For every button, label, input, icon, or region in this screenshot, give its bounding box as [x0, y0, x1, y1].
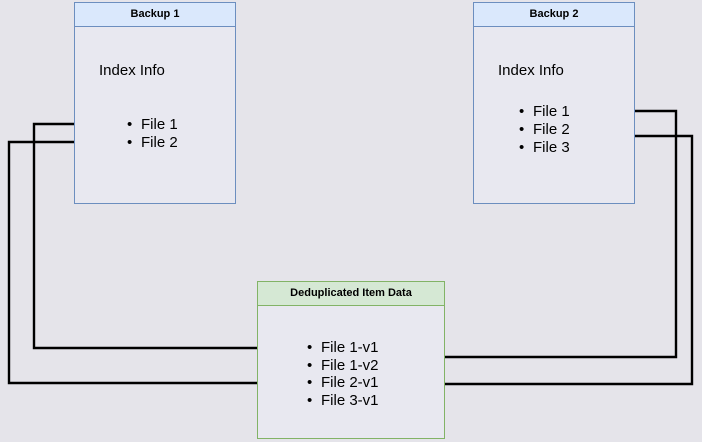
node-backup-1-index-label: Index Info [99, 62, 165, 79]
node-backup-2-file-list: File 1 File 2 File 3 [519, 103, 570, 157]
node-backup-2-title: Backup 2 [474, 3, 634, 27]
node-backup-2[interactable]: Backup 2 Index Info File 1 File 2 File 3 [473, 2, 635, 204]
node-backup-1-file-list: File 1 File 2 [127, 116, 178, 152]
list-item: File 3-v1 [307, 392, 379, 410]
list-item: File 2 [127, 134, 178, 152]
node-backup-1-body: Index Info File 1 File 2 [75, 27, 235, 203]
list-item: File 3 [519, 139, 570, 157]
list-item: File 2-v1 [307, 374, 379, 392]
node-deduplicated-item-data-title: Deduplicated Item Data [258, 282, 444, 306]
node-deduplicated-item-data-body: File 1-v1 File 1-v2 File 2-v1 File 3-v1 [258, 306, 444, 438]
dedup-file-list: File 1-v1 File 1-v2 File 2-v1 File 3-v1 [307, 339, 379, 409]
list-item: File 1 [519, 103, 570, 121]
list-item: File 1 [127, 116, 178, 134]
node-deduplicated-item-data[interactable]: Deduplicated Item Data File 1-v1 File 1-… [257, 281, 445, 439]
list-item: File 1-v2 [307, 357, 379, 375]
node-backup-2-index-label: Index Info [498, 62, 564, 79]
list-item: File 1-v1 [307, 339, 379, 357]
node-backup-1[interactable]: Backup 1 Index Info File 1 File 2 [74, 2, 236, 204]
node-backup-1-title: Backup 1 [75, 3, 235, 27]
list-item: File 2 [519, 121, 570, 139]
node-backup-2-body: Index Info File 1 File 2 File 3 [474, 27, 634, 203]
